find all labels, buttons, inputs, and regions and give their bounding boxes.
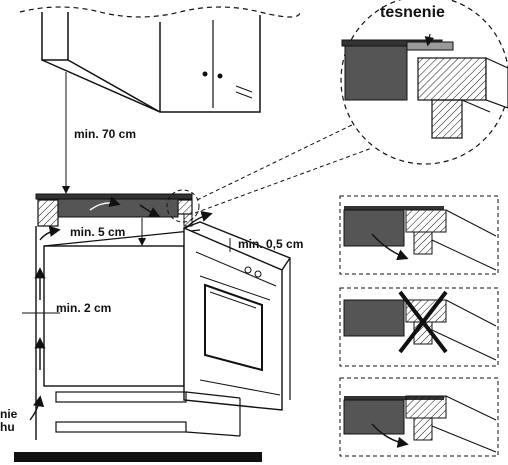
detail-panel-correct-1: [339, 195, 499, 275]
airflow-arrow-up-3: [29, 395, 45, 421]
airflow-arrow-hob-1: [89, 196, 121, 211]
detail-hob-body: [344, 45, 408, 101]
floor-bar: [14, 452, 262, 462]
worktop-section: [35, 121, 373, 229]
detail-panel-correct-2: [339, 377, 499, 457]
cabinet-knob-right: [217, 73, 223, 79]
air-label-line2: hu: [0, 420, 15, 434]
air-label-line1: nie: [0, 407, 18, 421]
detail-support: [431, 99, 463, 139]
min-05cm-label: min. 0,5 cm: [238, 237, 304, 251]
ceiling-line: [19, 6, 301, 18]
min-2cm-label: min. 2 cm: [56, 301, 112, 315]
oven-knob-1: [244, 266, 252, 274]
detail-seal: [406, 41, 454, 51]
lower-drawer-1: [55, 391, 187, 403]
oven-window: [204, 283, 263, 372]
hob-body: [57, 198, 179, 218]
cabinet-front-panel: [43, 245, 185, 387]
worktop-right: [177, 199, 193, 215]
min-70cm-label: min. 70 cm: [74, 127, 137, 141]
detail-worktop: [417, 57, 487, 101]
worktop-left: [37, 199, 59, 227]
detail-panel-wrong: [339, 287, 499, 367]
base-cabinet: [14, 218, 292, 462]
cabinet-knob-left: [202, 71, 208, 77]
detail-marker-circle: [166, 189, 200, 223]
wall-cabinet: [19, 6, 301, 113]
airflow-arrow-hob-2: [139, 204, 161, 218]
wrong-cross-2: [398, 290, 448, 354]
min-5cm-label: min. 5 cm: [70, 225, 126, 239]
airflow-arrow-in: [39, 225, 61, 241]
seal-label: tesnenie: [380, 4, 445, 21]
seal-detail-magnifier: [340, 0, 508, 165]
oven-knob-2: [254, 270, 262, 278]
lower-drawer-2: [55, 421, 187, 433]
